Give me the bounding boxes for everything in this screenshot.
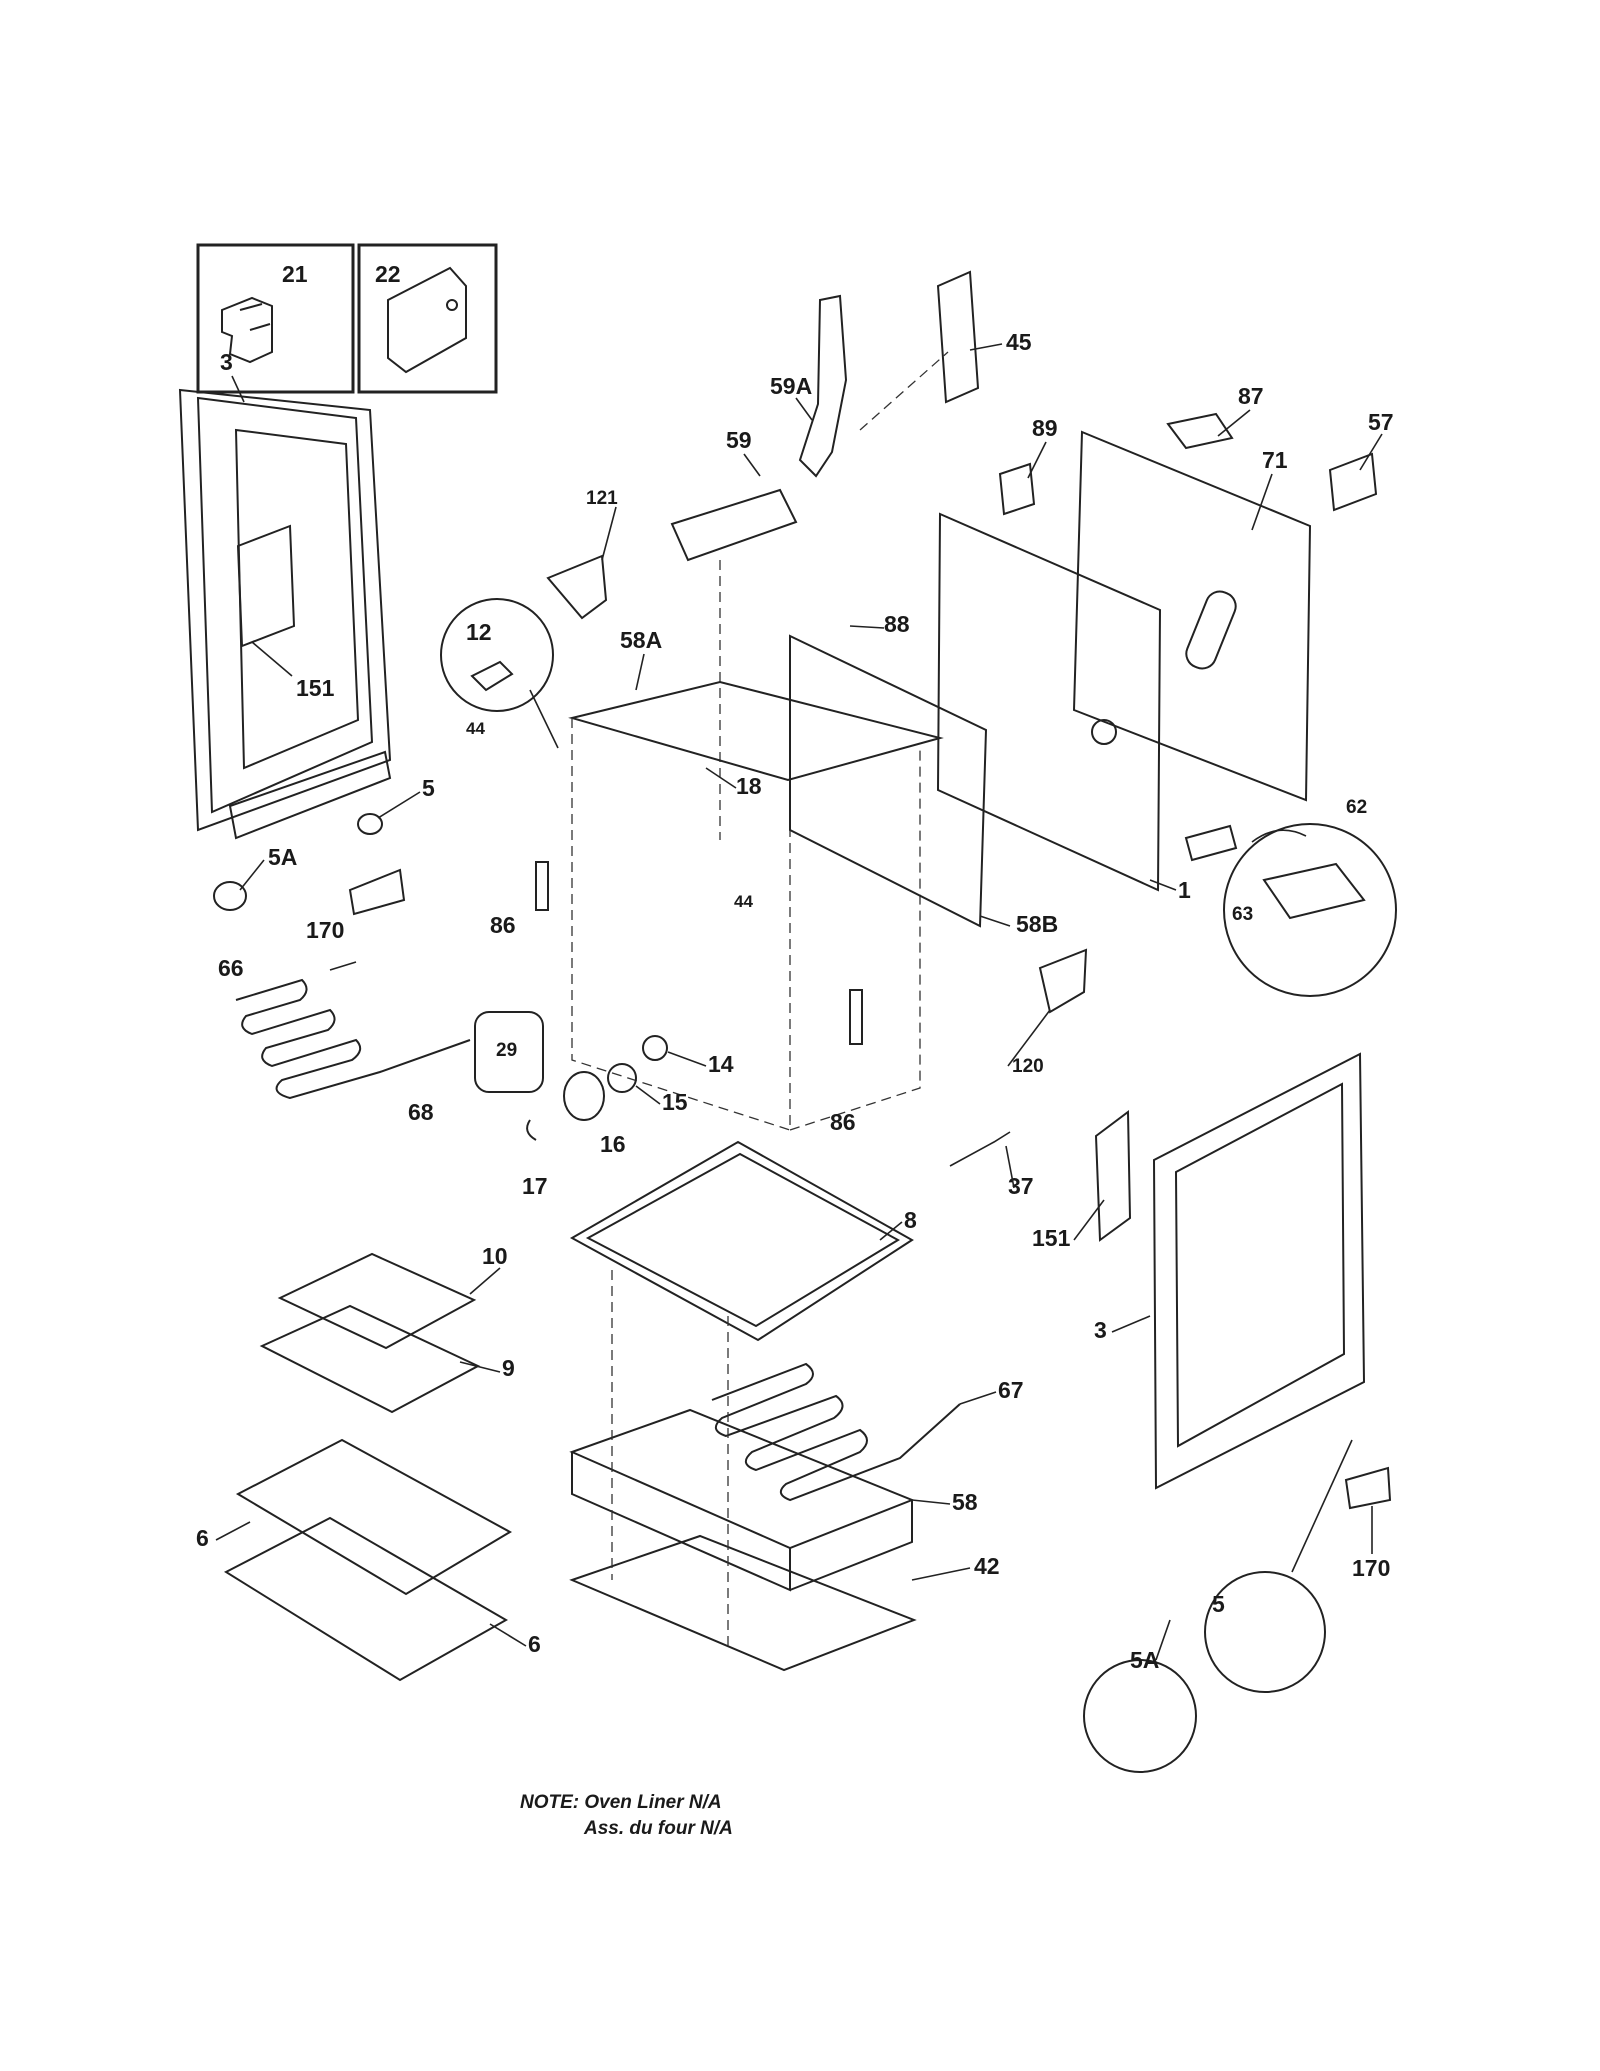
- side-bracket-151: [1094, 1110, 1132, 1242]
- inset-part-22: [357, 243, 498, 394]
- callout-15: 15: [662, 1089, 688, 1115]
- diagram-note: NOTE: Oven Liner N/A Ass. du four N/A: [520, 1790, 820, 1842]
- leveling-leg-inset-5A: [1083, 1619, 1197, 1773]
- callout-87: 87: [1238, 383, 1264, 409]
- callout-29: 29: [496, 1040, 517, 1061]
- oven-cavity: [568, 634, 988, 1131]
- bracket-86-right: [849, 989, 863, 1045]
- leg-bracket-170-left: [348, 868, 406, 916]
- callout-86-right: 86: [830, 1109, 856, 1135]
- callout-59: 59: [726, 427, 752, 453]
- callout-151: 151: [296, 675, 335, 701]
- small-parts-87-89-57: [998, 412, 1378, 516]
- callout-151-right: 151: [1032, 1225, 1071, 1251]
- oven-rack-upper: [235, 1438, 513, 1596]
- callout-45: 45: [1006, 329, 1032, 355]
- callout-1: 1: [1178, 877, 1191, 903]
- callout-3: 3: [220, 349, 233, 375]
- callout-5A: 5A: [268, 844, 297, 870]
- callout-71: 71: [1262, 447, 1288, 473]
- leg-5A-left: [213, 881, 247, 911]
- note-line-1: NOTE: Oven Liner N/A: [520, 1792, 722, 1813]
- callout-6-lower: 6: [528, 1631, 541, 1657]
- wire-37: [949, 1131, 1011, 1167]
- callout-6-upper: 6: [196, 1525, 209, 1551]
- inset-part-21: [196, 243, 355, 394]
- bake-element: [711, 1362, 961, 1502]
- callout-8: 8: [904, 1207, 917, 1233]
- leader-lines: [215, 343, 1383, 1647]
- bracket-86-left: [535, 861, 549, 911]
- bracket-120: [1038, 948, 1088, 1014]
- broil-pan: [259, 1252, 481, 1414]
- callout-16: 16: [600, 1131, 626, 1157]
- callout-labels: 21 22 3 151 5 5A 170 121 59 59A 45 89 87…: [196, 261, 1394, 1673]
- light-parts: [474, 1011, 668, 1141]
- light-socket-inset: [440, 598, 559, 749]
- callout-86-left: 86: [490, 912, 516, 938]
- callout-59A: 59A: [770, 373, 812, 399]
- callout-58A: 58A: [620, 627, 662, 653]
- callout-18: 18: [736, 773, 762, 799]
- bracket-121: [546, 554, 608, 620]
- callout-9: 9: [502, 1355, 515, 1381]
- callout-3-right: 3: [1094, 1317, 1107, 1343]
- note-line-2: Ass. du four N/A: [584, 1818, 733, 1839]
- leg-bracket-170-right: [1344, 1466, 1392, 1510]
- callout-22: 22: [375, 261, 401, 287]
- right-oven-door: [1152, 1052, 1366, 1490]
- terminal-block-inset: [1184, 823, 1397, 997]
- callout-66: 66: [218, 955, 244, 981]
- oven-bottom-42: [569, 1534, 917, 1672]
- callout-42: 42: [974, 1553, 1000, 1579]
- callout-68: 68: [408, 1099, 434, 1125]
- callout-121: 121: [586, 488, 618, 509]
- callout-89: 89: [1032, 415, 1058, 441]
- callout-44-lower: 44: [734, 892, 753, 911]
- leveling-leg-inset-5: [1204, 1439, 1353, 1693]
- callout-120: 120: [1012, 1056, 1044, 1077]
- callout-5A-right: 5A: [1130, 1647, 1159, 1673]
- back-panel-1: [936, 512, 1162, 892]
- callout-21: 21: [282, 261, 308, 287]
- callout-17: 17: [522, 1173, 548, 1199]
- left-oven-door: [178, 388, 392, 840]
- oven-rack-lower: [223, 1516, 509, 1682]
- callout-58: 58: [952, 1489, 978, 1515]
- callout-12: 12: [466, 619, 492, 645]
- callout-44-upper: 44: [466, 719, 485, 738]
- callout-88: 88: [884, 611, 910, 637]
- assembly-guides: [611, 1270, 729, 1650]
- callout-67: 67: [998, 1377, 1024, 1403]
- callout-62: 62: [1346, 797, 1367, 818]
- broil-element: [235, 961, 471, 1100]
- duct-parts: [670, 270, 980, 840]
- callout-57: 57: [1368, 409, 1394, 435]
- rear-panel-71: [1072, 430, 1312, 802]
- callout-14: 14: [708, 1051, 734, 1077]
- callout-58B: 58B: [1016, 911, 1058, 937]
- callout-10: 10: [482, 1243, 508, 1269]
- callout-5-right: 5: [1212, 1591, 1225, 1617]
- callout-170-right: 170: [1352, 1555, 1390, 1581]
- leg-5-left: [357, 813, 383, 835]
- callout-63: 63: [1232, 904, 1253, 925]
- callout-170: 170: [306, 917, 344, 943]
- callout-5: 5: [422, 775, 435, 801]
- oven-floor: [569, 1140, 914, 1342]
